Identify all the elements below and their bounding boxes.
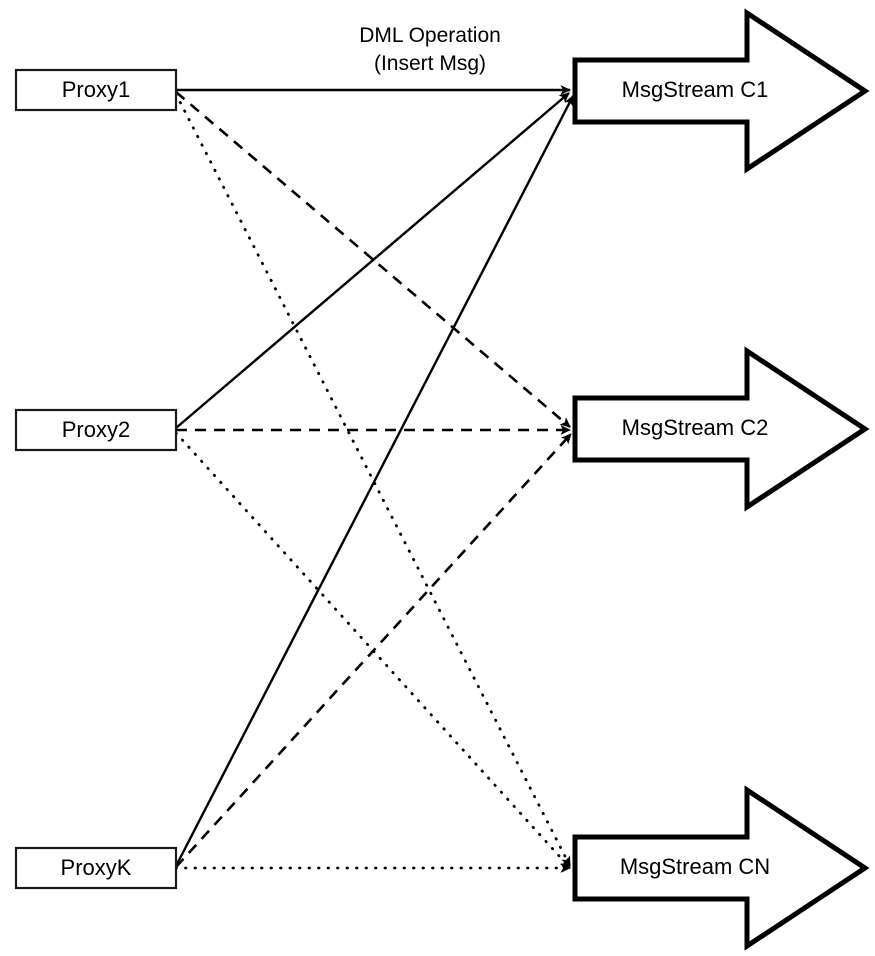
link-proxy1-to-cn [174, 92, 572, 868]
stream-label-stream-c2: MsgStream C2 [622, 415, 769, 440]
links-layer [174, 85, 575, 873]
proxy-label-proxyk: ProxyK [61, 855, 132, 880]
edge-label-dml-operation: DML Operation (Insert Msg) [359, 24, 501, 75]
stream-label-stream-c1: MsgStream C1 [622, 77, 769, 102]
stream-node-stream-c2[interactable]: MsgStream C2 [572, 346, 870, 512]
proxy-box-proxy2[interactable] [14, 408, 178, 452]
link-proxyk-to-c2 [175, 433, 572, 868]
proxy-box-proxy1[interactable] [14, 68, 178, 112]
edge-label-line2: (Insert Msg) [374, 52, 486, 75]
proxy-node-proxyk[interactable]: ProxyK [14, 846, 178, 890]
proxy-label-proxy2: Proxy2 [62, 417, 130, 442]
block-arrow-shape-stream-c1[interactable] [572, 8, 870, 174]
link-proxy1-to-c2 [175, 91, 571, 428]
link-proxy2-to-c1 [175, 92, 570, 429]
proxy-node-proxy2[interactable]: Proxy2 [14, 408, 178, 452]
proxy-node-proxy1[interactable]: Proxy1 [14, 68, 178, 112]
block-arrow-shape-stream-cn[interactable] [572, 785, 870, 951]
block-arrow-shape-stream-c2[interactable] [572, 346, 870, 512]
stream-node-stream-cn[interactable]: MsgStream CN [572, 785, 870, 951]
proxy-box-proxyk[interactable] [14, 846, 178, 890]
edge-label-line1: DML Operation [359, 24, 501, 47]
proxy-label-proxy1: Proxy1 [62, 77, 130, 102]
link-proxyk-to-c1 [174, 95, 575, 867]
streams-layer: MsgStream C1 MsgStream C2 MsgStream CN [572, 8, 870, 951]
stream-node-stream-c1[interactable]: MsgStream C1 [572, 8, 870, 174]
stream-label-stream-cn: MsgStream CN [620, 854, 770, 879]
